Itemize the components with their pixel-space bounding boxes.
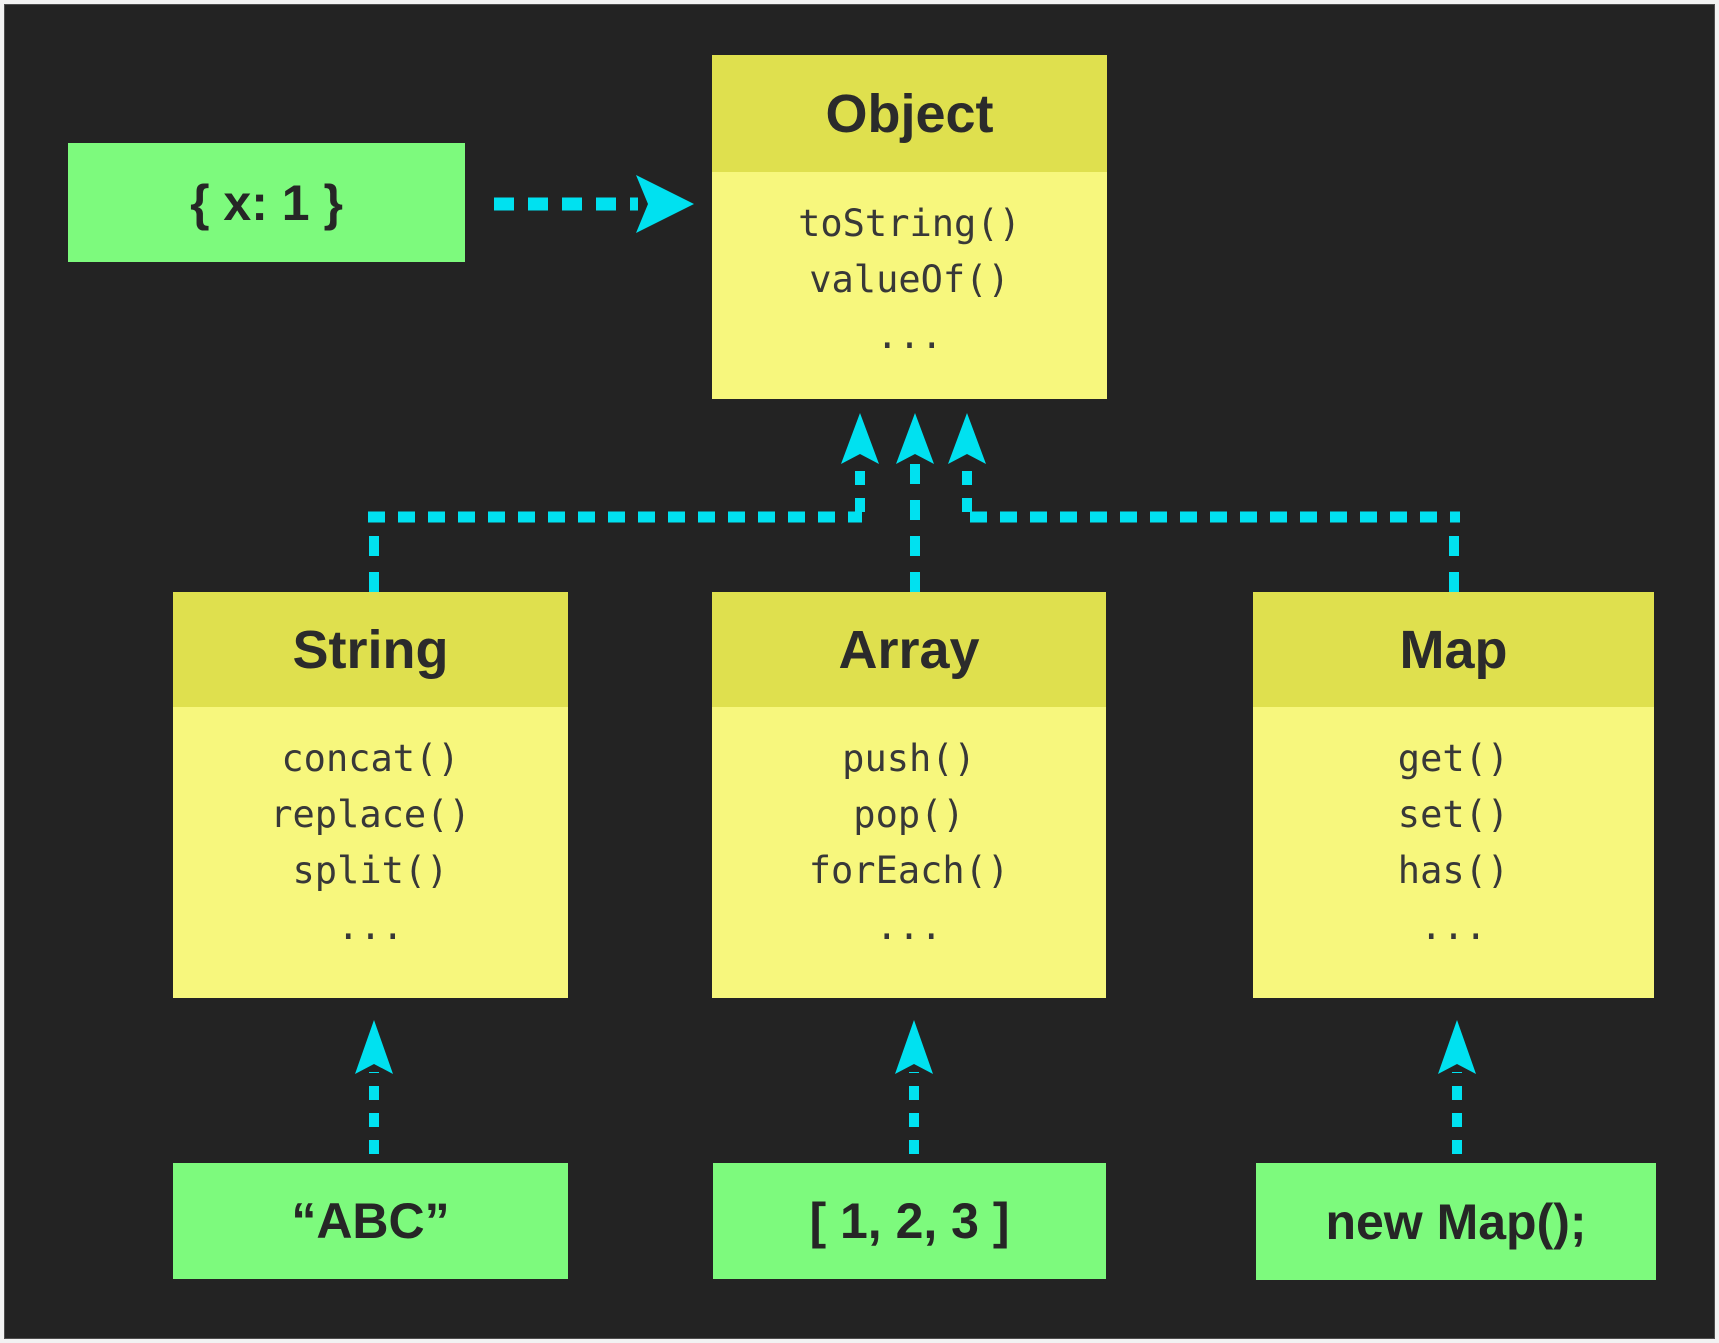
class-box-array: Array push() pop() forEach() ... bbox=[712, 592, 1106, 998]
class-box-map: Map get() set() has() ... bbox=[1253, 592, 1654, 998]
method-item: valueOf() bbox=[809, 258, 1010, 301]
instance-box-array-literal: [ 1, 2, 3 ] bbox=[713, 1163, 1106, 1279]
arrowhead-up-icon bbox=[841, 413, 879, 464]
arrowhead-up-icon bbox=[896, 413, 934, 464]
class-title-string: String bbox=[173, 592, 568, 707]
instance-box-map-instance: new Map(); bbox=[1256, 1163, 1656, 1280]
class-methods-object: toString() valueOf() ... bbox=[712, 172, 1107, 364]
method-item: split() bbox=[292, 849, 449, 892]
arrowhead-up-icon bbox=[895, 1020, 933, 1074]
class-title-map: Map bbox=[1253, 592, 1654, 707]
class-box-string: String concat() replace() split() ... bbox=[173, 592, 568, 998]
method-item: has() bbox=[1397, 849, 1510, 892]
method-item: ... bbox=[876, 314, 943, 357]
method-item: forEach() bbox=[808, 849, 1010, 892]
class-box-object: Object toString() valueOf() ... bbox=[712, 55, 1107, 399]
method-item: ... bbox=[875, 905, 943, 948]
method-item: pop() bbox=[853, 793, 965, 836]
instance-box-string-literal: “ABC” bbox=[173, 1163, 568, 1279]
method-item: push() bbox=[842, 737, 976, 780]
arrowhead-up-icon bbox=[948, 413, 986, 464]
class-methods-array: push() pop() forEach() ... bbox=[712, 707, 1106, 955]
class-methods-map: get() set() has() ... bbox=[1253, 707, 1654, 955]
arrowhead-up-icon bbox=[1438, 1020, 1476, 1074]
instance-box-object-literal: { x: 1 } bbox=[68, 143, 465, 262]
method-item: toString() bbox=[798, 202, 1021, 245]
class-title-array: Array bbox=[712, 592, 1106, 707]
method-item: concat() bbox=[281, 737, 460, 780]
arrowhead-up-icon bbox=[355, 1020, 393, 1074]
class-methods-string: concat() replace() split() ... bbox=[173, 707, 568, 955]
method-item: set() bbox=[1397, 793, 1510, 836]
method-item: ... bbox=[337, 905, 404, 948]
method-item: ... bbox=[1420, 905, 1487, 948]
method-item: get() bbox=[1397, 737, 1510, 780]
method-item: replace() bbox=[270, 793, 471, 836]
arrowhead-right-icon bbox=[636, 175, 694, 233]
class-title-object: Object bbox=[712, 55, 1107, 172]
